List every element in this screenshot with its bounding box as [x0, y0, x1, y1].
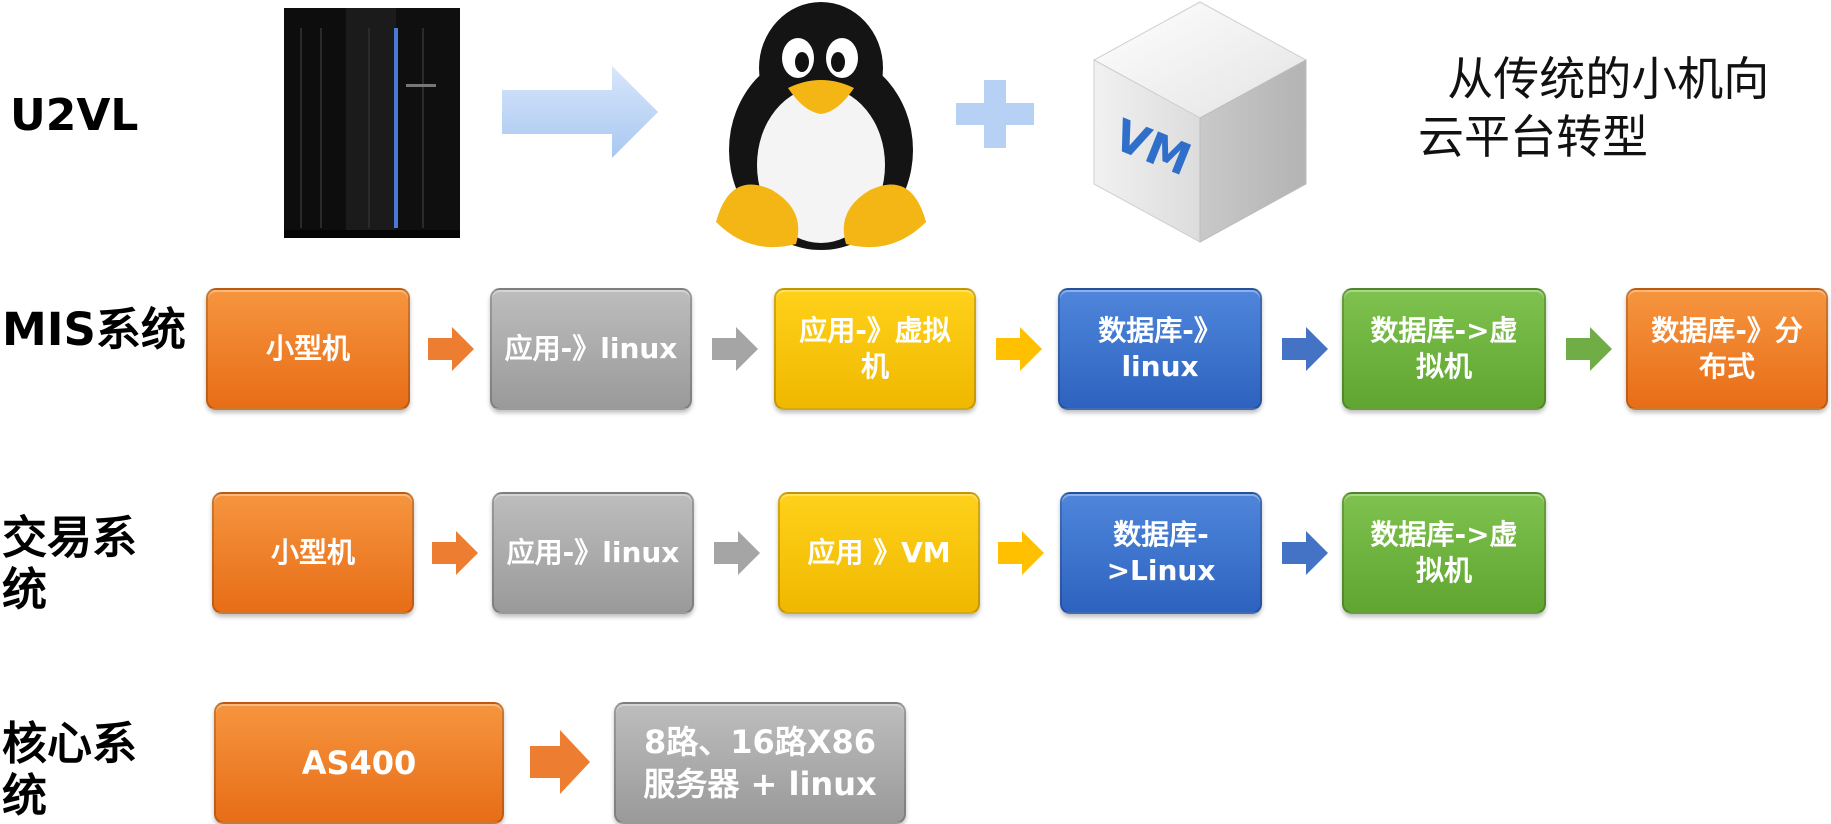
- step-trade-5: 数据库->虚 拟机: [1342, 492, 1546, 614]
- diagram-title: U2VL: [10, 90, 139, 141]
- connector-arrow-icon: [432, 531, 478, 575]
- connector-arrow-icon: [996, 327, 1042, 371]
- step-mis-4: 数据库-》 linux: [1058, 288, 1262, 410]
- row-label-mis: MIS系统: [2, 303, 186, 356]
- row-label-core: 核心系 统: [2, 717, 138, 822]
- tagline: 从传统的小机向 云平台转型: [1418, 52, 1770, 164]
- step-core-2: 8路、16路X86 服务器 + linux: [614, 702, 906, 824]
- step-trade-4: 数据库- >Linux: [1060, 492, 1262, 614]
- step-trade-2: 应用-》linux: [492, 492, 694, 614]
- mainframe-server-icon: [282, 4, 462, 244]
- row-label-trading: 交易系 统: [2, 511, 138, 616]
- step-mis-1: 小型机: [206, 288, 410, 410]
- step-mis-6: 数据库-》分 布式: [1626, 288, 1828, 410]
- connector-arrow-icon: [428, 327, 474, 371]
- linux-penguin-icon: [710, 0, 932, 258]
- step-mis-5: 数据库->虚 拟机: [1342, 288, 1546, 410]
- vm-cube-icon: VM: [1090, 0, 1310, 244]
- connector-arrow-icon: [1282, 531, 1328, 575]
- connector-arrow-icon: [998, 531, 1044, 575]
- step-mis-2: 应用-》linux: [490, 288, 692, 410]
- connector-arrow-icon: [530, 730, 590, 794]
- step-trade-1: 小型机: [212, 492, 414, 614]
- step-mis-3: 应用-》虚拟 机: [774, 288, 976, 410]
- step-core-1: AS400: [214, 702, 504, 824]
- right-arrow-icon: [502, 66, 658, 158]
- connector-arrow-icon: [714, 531, 760, 575]
- plus-icon: [956, 80, 1034, 148]
- connector-arrow-icon: [1566, 327, 1612, 371]
- connector-arrow-icon: [1282, 327, 1328, 371]
- connector-arrow-icon: [712, 327, 758, 371]
- step-trade-3: 应用 》VM: [778, 492, 980, 614]
